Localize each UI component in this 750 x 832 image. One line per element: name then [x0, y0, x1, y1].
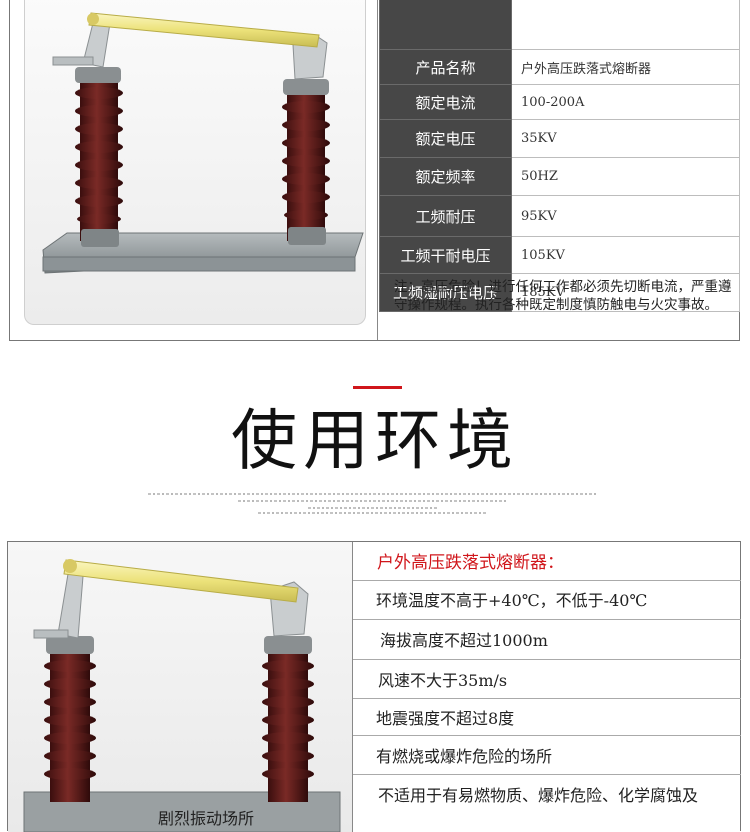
spec-value: 35KV [511, 119, 740, 158]
section-title: 使用环境 [231, 402, 519, 479]
spec-key: 工频干耐电压 [379, 236, 512, 274]
list-item: 海拔高度不超过1000m [353, 620, 741, 660]
spec-key: 额定电流 [379, 84, 512, 120]
table-row [379, 0, 740, 50]
spec-key: 产品名称 [379, 49, 512, 85]
environment-divider [352, 542, 353, 832]
spec-value: 105KV [511, 236, 740, 274]
table-row: 工频湿耐压电压 185KV [379, 273, 740, 312]
spec-value: 户外高压跌落式熔断器 [511, 49, 740, 85]
spec-block: 产品名称 户外高压跌落式熔断器 额定电流 100-200A 额定电压 35KV … [9, 0, 740, 341]
list-item: 地震强度不超过8度 [353, 699, 741, 736]
spec-value: 185KV [511, 273, 740, 312]
table-row: 额定频率 50HZ [379, 157, 740, 196]
environment-block: 剧烈振动场所 户外高压跌落式熔断器： 环境温度不高于+40℃，不低于-40℃ 海… [7, 541, 741, 832]
list-item: 环境温度不高于+40℃，不低于-40℃ [353, 581, 741, 620]
environment-heading: 户外高压跌落式熔断器： [353, 542, 741, 581]
table-row: 额定电压 35KV [379, 119, 740, 158]
spec-key: 工频耐压 [379, 195, 512, 237]
list-item: 不适用于有易燃物质、爆炸危险、化学腐蚀及 [378, 786, 699, 805]
spec-value [511, 0, 740, 50]
title-decoration [148, 492, 598, 516]
product-photo-panel: 剧烈振动场所 [8, 542, 352, 832]
table-row: 工频干耐电压 105KV [379, 236, 740, 274]
photo-caption: 剧烈振动场所 [158, 809, 255, 828]
table-row: 工频耐压 95KV [379, 195, 740, 237]
spec-key: 工频湿耐压电压 [379, 273, 512, 312]
spec-value: 100-200A [511, 84, 740, 120]
list-item: 风速不大于35m/s [353, 660, 741, 699]
spec-table: 产品名称 户外高压跌落式熔断器 额定电流 100-200A 额定电压 35KV … [379, 0, 740, 312]
fuse-cutout-photo [42, 12, 364, 274]
spec-key [379, 0, 512, 50]
spec-divider [377, 0, 378, 340]
safety-note: 注：高压危险！进行任何工作都必须先切断电流，严重遵守操作规程。执行各种既定制度慎… [394, 279, 732, 313]
spec-value: 95KV [511, 195, 740, 237]
list-item: 有燃烧或爆炸危险的场所 [353, 736, 741, 775]
spec-key: 额定频率 [379, 157, 512, 196]
table-row: 产品名称 户外高压跌落式熔断器 [379, 49, 740, 85]
product-photo-panel [24, 0, 366, 325]
spec-key: 额定电压 [379, 119, 512, 158]
table-row: 额定电流 100-200A [379, 84, 740, 120]
section-accent-bar [353, 386, 402, 389]
spec-value: 50HZ [511, 157, 740, 196]
fuse-cutout-photo [23, 559, 341, 832]
